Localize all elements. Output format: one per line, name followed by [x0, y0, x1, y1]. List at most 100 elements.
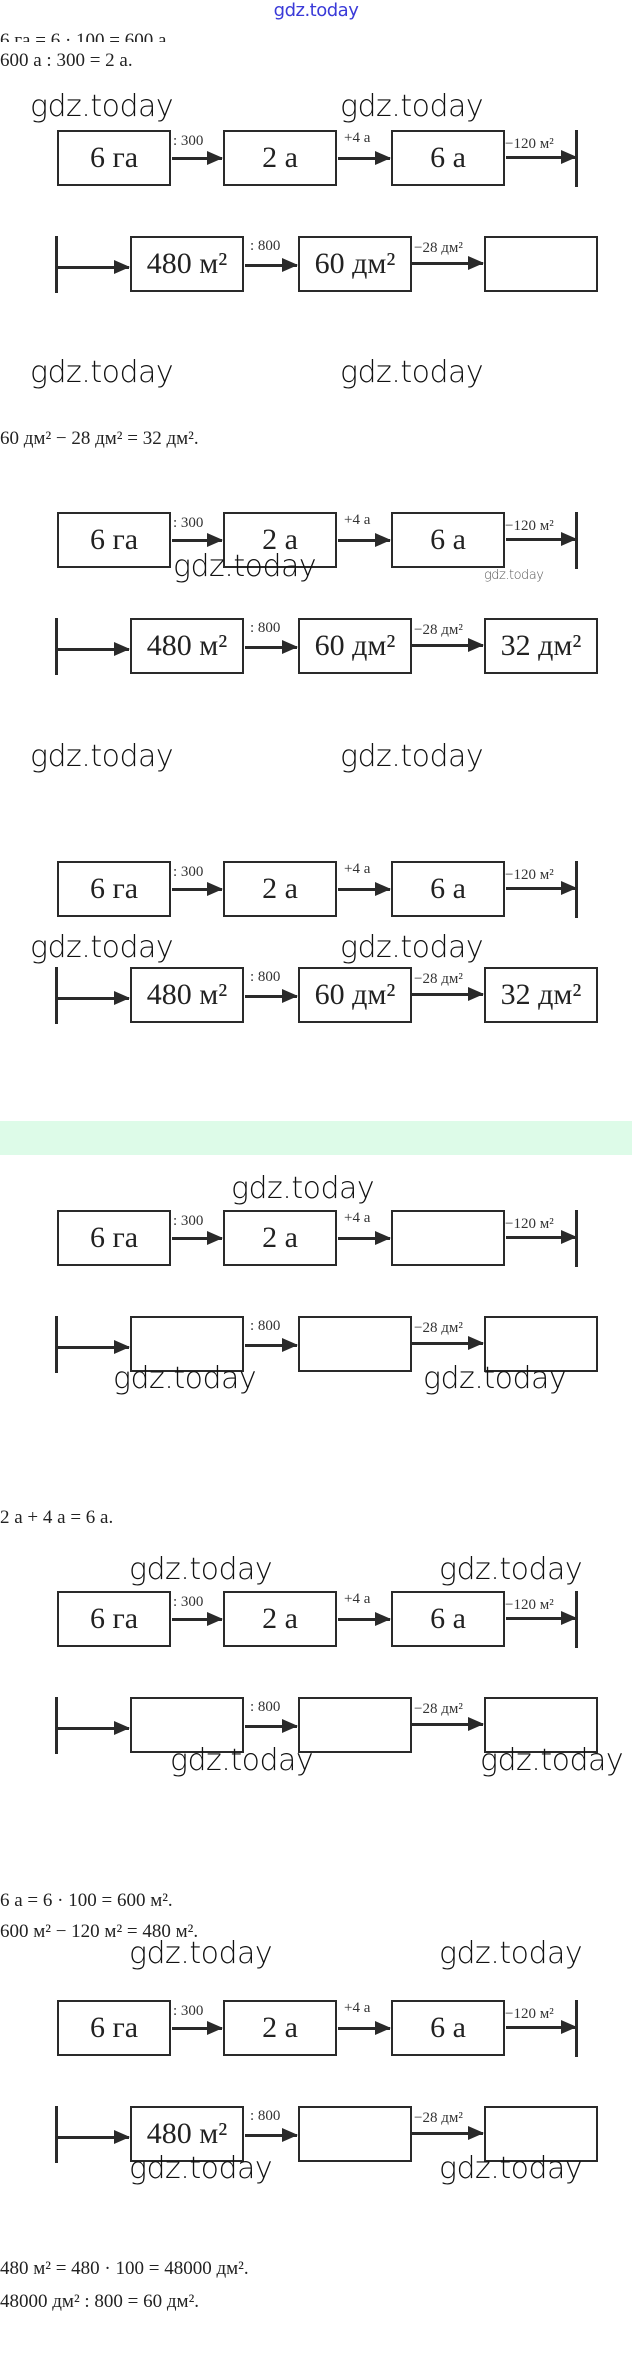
watermark: gdz.today	[480, 1743, 624, 1778]
watermark: gdz.today	[340, 739, 484, 774]
value-box	[130, 1316, 244, 1372]
start-bar-icon	[55, 1316, 58, 1373]
site-watermark-link[interactable]: gdz.today	[273, 0, 359, 21]
watermark: gdz.today	[439, 1936, 583, 1971]
watermark: gdz.today	[484, 568, 544, 583]
solution-line: 600 а : 300 = 2 а.	[0, 50, 133, 71]
operation-label: : 800	[250, 2108, 281, 2124]
value-box: 2 а	[223, 2000, 337, 2056]
arrow-icon	[245, 640, 298, 654]
value-box: 480 м²	[130, 236, 244, 292]
operation-label: −120 м²	[505, 1597, 554, 1613]
value-box: 2 а	[223, 130, 337, 186]
watermark: gdz.today	[129, 1936, 273, 1971]
watermark: gdz.today	[129, 2151, 273, 2186]
watermark: gdz.today	[231, 1171, 375, 1206]
solution-line: 60 дм² − 28 дм² = 32 дм².	[0, 428, 199, 449]
solution-line: 2 а + 4 а = 6 а.	[0, 1507, 114, 1528]
value-box	[391, 1210, 505, 1266]
arrow-icon	[172, 533, 223, 547]
operation-label: : 300	[173, 515, 204, 531]
watermark: gdz.today	[340, 930, 484, 965]
arrow-icon	[506, 881, 577, 895]
arrow-icon	[57, 991, 130, 1005]
operation-label: −28 дм²	[414, 622, 463, 638]
value-box: 6 а	[391, 2000, 505, 2056]
operation-label: : 800	[250, 969, 281, 985]
arrow-icon	[172, 2021, 223, 2035]
operation-label: −28 дм²	[414, 971, 463, 987]
arrow-icon	[506, 1611, 577, 1625]
arrow-icon	[338, 533, 391, 547]
value-box: 6 га	[57, 1210, 171, 1266]
value-box: 2 а	[223, 1591, 337, 1647]
start-bar-icon	[55, 1697, 58, 1754]
arrow-icon	[412, 987, 484, 1001]
value-box: 2 а	[223, 1210, 337, 1266]
start-bar-icon	[55, 618, 58, 675]
value-box: 6 а	[391, 1591, 505, 1647]
operation-label: −28 дм²	[414, 2110, 463, 2126]
watermark: gdz.today	[173, 549, 317, 584]
value-box	[298, 1697, 412, 1753]
operation-label: +4 а	[344, 512, 371, 528]
arrow-icon	[412, 1336, 484, 1350]
value-box: 6 а	[391, 130, 505, 186]
arrow-icon	[506, 532, 577, 546]
arrow-icon	[506, 2020, 577, 2034]
value-box: 6 га	[57, 512, 171, 568]
operation-label: : 300	[173, 2003, 204, 2019]
value-box	[484, 1697, 598, 1753]
start-bar-icon	[55, 2106, 58, 2163]
watermark: gdz.today	[30, 89, 174, 124]
operation-label: −28 дм²	[414, 1701, 463, 1717]
value-box	[298, 1316, 412, 1372]
end-bar-icon	[575, 2000, 578, 2057]
value-box: 6 га	[57, 861, 171, 917]
solution-line: 6 га = 6 · 100 = 600 а	[0, 30, 167, 42]
arrow-icon	[412, 256, 484, 270]
watermark: gdz.today	[30, 739, 174, 774]
end-bar-icon	[575, 1210, 578, 1267]
arrow-icon	[57, 2130, 130, 2144]
operation-label: −120 м²	[505, 867, 554, 883]
watermark: gdz.today	[439, 2151, 583, 2186]
operation-label: : 800	[250, 238, 281, 254]
watermark: gdz.today	[340, 355, 484, 390]
value-box: 6 а	[391, 512, 505, 568]
operation-label: : 300	[173, 1594, 204, 1610]
operation-label: : 800	[250, 1318, 281, 1334]
operation-label: +4 а	[344, 1210, 371, 1226]
operation-label: : 800	[250, 1699, 281, 1715]
value-box: 6 га	[57, 1591, 171, 1647]
end-bar-icon	[575, 512, 578, 569]
watermark: gdz.today	[129, 1552, 273, 1587]
arrow-icon	[172, 1231, 223, 1245]
operation-label: : 300	[173, 1213, 204, 1229]
end-bar-icon	[575, 1591, 578, 1648]
value-box: 6 га	[57, 130, 171, 186]
start-bar-icon	[55, 967, 58, 1024]
arrow-icon	[412, 638, 484, 652]
arrow-icon	[245, 258, 298, 272]
operation-label: +4 а	[344, 1591, 371, 1607]
operation-label: +4 а	[344, 130, 371, 146]
arrow-icon	[338, 1231, 391, 1245]
watermark: gdz.today	[30, 355, 174, 390]
value-box: 2 а	[223, 861, 337, 917]
arrow-icon	[245, 989, 298, 1003]
operation-label: +4 а	[344, 2000, 371, 2016]
arrow-icon	[172, 882, 223, 896]
value-box: 480 м²	[130, 967, 244, 1023]
value-box: 60 дм²	[298, 618, 412, 674]
end-bar-icon	[575, 130, 578, 187]
value-box	[298, 2106, 412, 2162]
flow-diagram: 6 га 2 а 6 а : 300 +4 а −120 м² : 800 −28 дм²	[0, 1591, 632, 1761]
operation-label: −120 м²	[505, 2006, 554, 2022]
value-box: 480 м²	[130, 2106, 244, 2162]
watermark: gdz.today	[340, 89, 484, 124]
